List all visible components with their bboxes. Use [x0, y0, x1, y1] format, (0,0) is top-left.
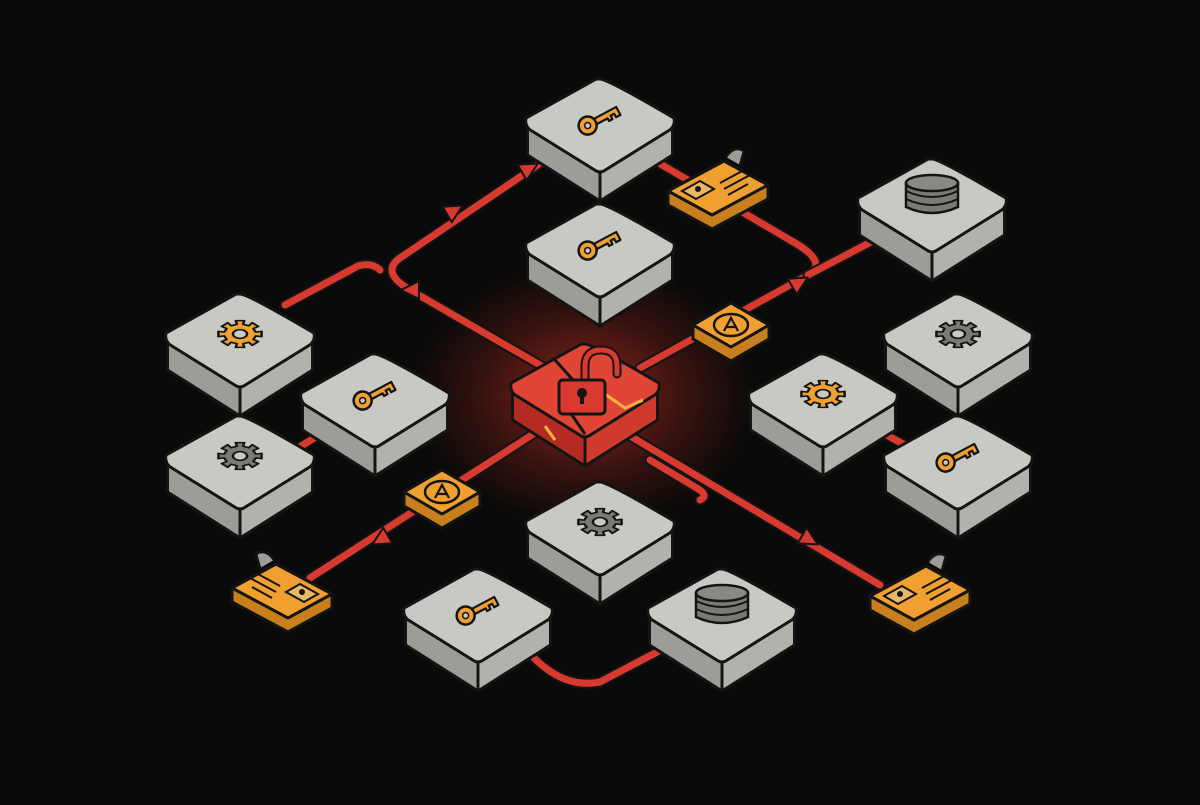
- gear-icon: [217, 441, 263, 471]
- id-card-icon: [868, 552, 972, 636]
- server-tile-gear-left: [164, 292, 316, 418]
- database-icon: [694, 583, 750, 625]
- server-tile-key-bottom: [402, 567, 554, 693]
- key-icon: [352, 380, 397, 411]
- server-tile-gear-far-left: [164, 414, 316, 540]
- id-card-icon: [666, 147, 770, 231]
- token-badge-icon: [691, 301, 771, 363]
- connection-path: [616, 426, 884, 589]
- compromised-server-tile: [509, 342, 661, 468]
- server-tiles: [164, 77, 1034, 693]
- database-icon: [904, 173, 960, 215]
- gear-icon: [935, 319, 981, 349]
- server-tile-key-right: [882, 414, 1034, 540]
- crack-line: [543, 425, 557, 441]
- arrow-head-icon: [400, 280, 420, 300]
- server-tile-gear-bottom: [524, 480, 676, 606]
- connection-path: [281, 261, 384, 309]
- server-tile-db-right: [856, 157, 1008, 283]
- server-tile-gear-right-top: [882, 292, 1034, 418]
- id-card-icon: [230, 550, 334, 634]
- arrow-head-icon: [786, 276, 809, 296]
- server-tile-gear-right-mid: [747, 352, 899, 478]
- gear-icon: [800, 379, 846, 409]
- unlocked-padlock-icon: [557, 345, 622, 416]
- token-badge-icon: [402, 468, 482, 530]
- gear-icon: [577, 507, 623, 537]
- server-tile-key-top: [524, 77, 676, 203]
- gear-icon: [217, 319, 263, 349]
- server-tile-db-bottom: [646, 567, 798, 693]
- key-icon: [577, 230, 622, 261]
- server-tile-key-top-mid: [524, 202, 676, 328]
- credential-badges: [230, 147, 972, 636]
- arrow-head-icon: [516, 162, 539, 182]
- connection-path: [646, 456, 708, 504]
- key-icon: [455, 595, 500, 626]
- key-icon: [935, 442, 980, 473]
- key-icon: [577, 105, 622, 136]
- arrow-head-icon: [441, 204, 464, 224]
- arrow-head-icon: [796, 526, 819, 546]
- server-tile-key-left: [299, 352, 451, 478]
- arrow-head-icon: [371, 526, 394, 546]
- crack-line: [604, 392, 644, 410]
